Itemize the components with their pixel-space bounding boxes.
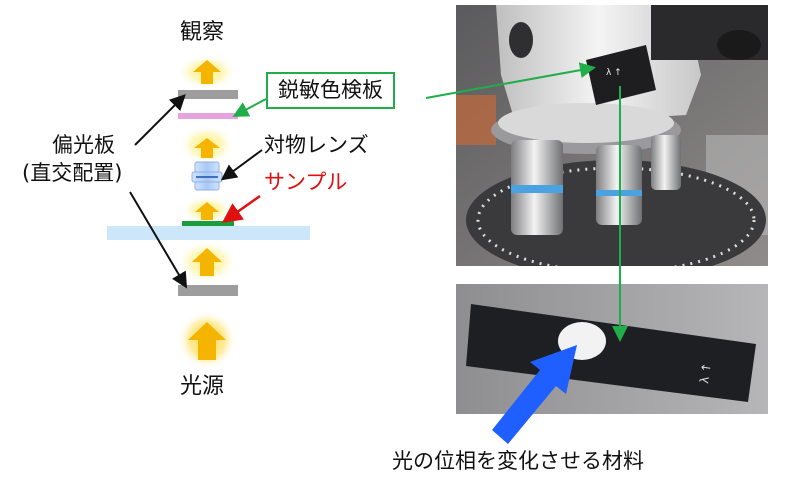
retarder-plate <box>178 113 238 119</box>
objective-pointer <box>220 149 263 181</box>
light-arrow-mid <box>194 138 220 158</box>
light-arrow-low <box>192 248 222 276</box>
svg-text:λ ↑: λ ↑ <box>697 362 714 385</box>
polarizer-pointer-upper <box>134 94 186 146</box>
label-polarizer: 偏光板 <box>52 133 115 157</box>
polarizer-pointer-lower <box>129 191 188 289</box>
label-sample: サンプル <box>264 170 348 194</box>
label-objective: 対物レンズ <box>264 133 369 157</box>
label-polarizer-note: (直交配置) <box>22 161 123 185</box>
label-observation: 観察 <box>180 20 225 45</box>
stage <box>107 226 310 240</box>
microscope-photo: λ ↑ <box>456 5 768 266</box>
label-phase-material: 光の位相を変化させる材料 <box>392 449 644 473</box>
retarder-pointer-left <box>232 98 267 117</box>
light-arrow-top <box>193 60 221 84</box>
lower-polarizer <box>178 285 238 296</box>
slider-photo-art: λ ↑ <box>456 284 768 414</box>
objective-lens <box>191 161 223 191</box>
light-arrow-sample <box>195 202 219 220</box>
label-light-source: 光源 <box>180 374 225 399</box>
sample-layer <box>182 221 234 226</box>
slider-photo: λ ↑ <box>456 284 768 414</box>
label-retarder-box: 鋭敏色検板 <box>266 72 395 109</box>
svg-text:λ ↑: λ ↑ <box>606 68 622 78</box>
sample-pointer <box>221 194 261 223</box>
upper-polarizer <box>178 90 238 99</box>
label-retarder: 鋭敏色検板 <box>278 78 383 102</box>
light-arrow-source <box>188 322 226 360</box>
microscope-photo-art: λ ↑ <box>456 5 768 266</box>
